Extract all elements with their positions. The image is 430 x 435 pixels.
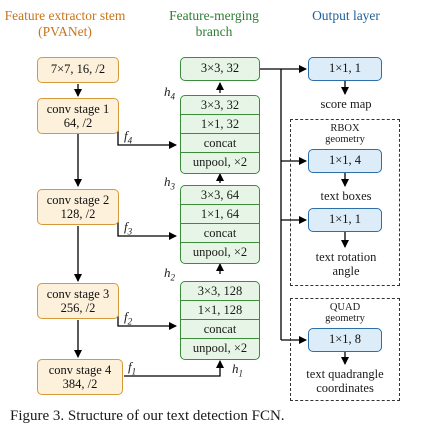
rbox-group (290, 119, 400, 286)
merge-block-4-unpool: unpool, ×2 (192, 155, 248, 169)
stem-input-label: 7×7, 16, /2 (50, 62, 106, 76)
arrow-f1 (124, 360, 224, 377)
merge-block-2-conv3: 3×3, 128 (181, 282, 259, 301)
stem-header: Feature extractor stem (PVANet) (4, 8, 126, 39)
stage-name: conv stage 2 (46, 193, 110, 207)
stage-params: 256, /2 (60, 301, 96, 315)
merge-block-2-conv1: 1×1, 128 (181, 301, 259, 320)
quad-title: QUAD (329, 302, 361, 313)
stem-stage-1: conv stage 1 64, /2 (37, 98, 119, 134)
stage-name: conv stage 3 (46, 287, 110, 301)
merge-block-4-conv1: 1×1, 32 (181, 115, 259, 134)
score-conv-label: 1×1, 1 (328, 61, 362, 75)
merging-header: Feature-merging branch (169, 8, 259, 39)
text-quadrangle-coordinates-label: text quadrangle coordinates (306, 367, 384, 395)
merge-block-3-concat: concat (181, 224, 259, 243)
label-f2: f2 (124, 309, 133, 327)
rbox-boxes-conv-label: 1×1, 4 (328, 153, 362, 167)
quad-group (290, 298, 400, 401)
label-h3: h3 (164, 174, 175, 192)
text-rotation-angle-label: text rotation angle (315, 250, 377, 278)
stage-params: 128, /2 (60, 207, 96, 221)
stem-stage-3: conv stage 3 256, /2 (37, 283, 119, 319)
merge-top-conv: 3×3, 32 (180, 57, 260, 81)
stage-name: conv stage 1 (46, 102, 110, 116)
merge-block-3: 3×3, 64 1×1, 64 concat unpool, ×2 (180, 185, 260, 264)
merge-top-label: 3×3, 32 (200, 61, 240, 75)
rbox-title: RBOX (330, 123, 360, 134)
merge-block-2-unpool: unpool, ×2 (192, 341, 248, 355)
stem-input-conv: 7×7, 16, /2 (37, 57, 119, 83)
text-boxes-label: text boxes (320, 189, 372, 203)
merge-block-3-conv1: 1×1, 64 (181, 205, 259, 224)
score-map-label: score map (320, 97, 372, 111)
label-h1: h1 (232, 361, 243, 379)
stage-name: conv stage 4 (48, 363, 112, 377)
label-f1: f1 (128, 359, 137, 377)
merge-block-3-unpool: unpool, ×2 (192, 245, 248, 259)
quad-subtitle: geometry (325, 313, 365, 324)
rbox-subtitle: geometry (325, 134, 365, 145)
merge-block-4: 3×3, 32 1×1, 32 concat unpool, ×2 (180, 95, 260, 174)
stage-params: 64, /2 (63, 116, 93, 130)
stem-stage-2: conv stage 2 128, /2 (37, 189, 119, 225)
label-h4: h4 (164, 84, 175, 102)
score-conv: 1×1, 1 (308, 57, 382, 81)
label-f4: f4 (124, 128, 133, 146)
merge-block-3-conv3: 3×3, 64 (181, 186, 259, 205)
figure-caption: Figure 3. Structure of our text detectio… (10, 408, 285, 424)
merge-block-2: 3×3, 128 1×1, 128 concat unpool, ×2 (180, 281, 260, 360)
stage-params: 384, /2 (62, 377, 98, 391)
rbox-angle-conv-label: 1×1, 1 (328, 212, 362, 226)
label-h2: h2 (164, 265, 175, 283)
rbox-angle-conv: 1×1, 1 (308, 208, 382, 232)
label-f3: f3 (124, 219, 133, 237)
merge-block-2-concat: concat (181, 320, 259, 339)
merge-block-4-conv3: 3×3, 32 (181, 96, 259, 115)
merge-block-4-concat: concat (181, 134, 259, 153)
stem-stage-4: conv stage 4 384, /2 (37, 359, 123, 395)
quad-conv-label: 1×1, 8 (328, 332, 362, 346)
output-header: Output layer (312, 8, 380, 23)
rbox-boxes-conv: 1×1, 4 (308, 149, 382, 173)
quad-conv: 1×1, 8 (308, 328, 382, 352)
